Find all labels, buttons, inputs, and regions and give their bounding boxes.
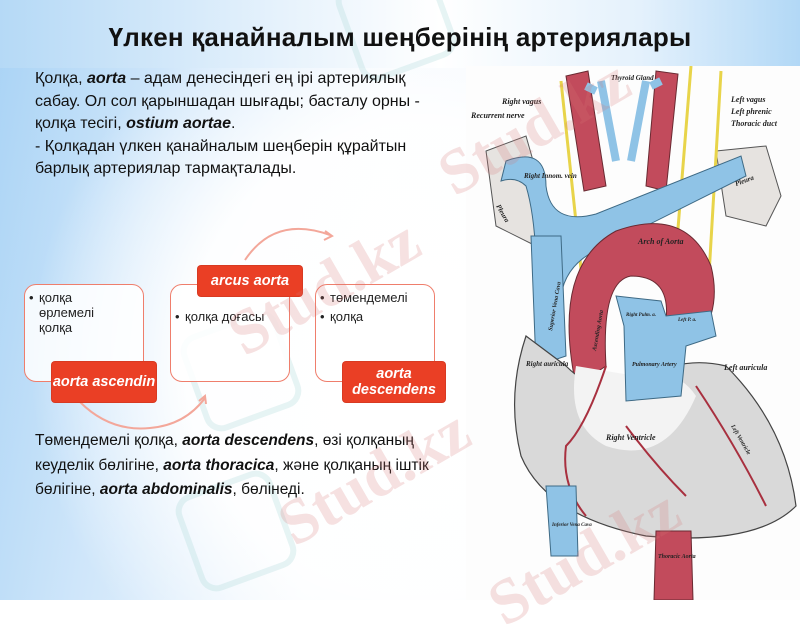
label-arch-of-aorta: Arch of Aorta [637, 237, 684, 246]
intro-paragraph: Қолқа, aorta – адам денесіндегі ең ірі а… [35, 68, 455, 181]
title-band [0, 0, 800, 68]
label-pulmonary-artery: Pulmonary Artery [632, 362, 677, 368]
right-carotid-shape [565, 70, 607, 192]
term-aorta-abdominalis: aorta abdominalis [99, 481, 233, 498]
pulmonary-artery-shape [615, 295, 717, 402]
section-bullet: төмендемелі [320, 290, 434, 305]
heart-anatomy-illustration: Thyroid Gland Right vagus Recurrent nerv… [466, 66, 800, 600]
arrow-head-bottom [198, 394, 207, 405]
label-right-ventricle: Right Ventricle [605, 433, 656, 442]
heart-drawing: Thyroid Gland Right vagus Recurrent nerv… [470, 66, 797, 600]
section-label-descending: aorta descendens [343, 362, 445, 402]
thoracic-aorta-shape [653, 530, 694, 600]
section-box-arch: қолқа доғасы [170, 284, 290, 382]
label-thoracic-duct: Thoracic duct [731, 119, 778, 128]
label-right-pulm-a: Right Pulm. a. [626, 313, 656, 318]
slide-title: Үлкен қанайналым шеңберінің артериялары [108, 22, 692, 52]
outro-text: , бөлінеді. [232, 481, 305, 498]
outro-paragraph: Төмендемелі қолқа, aorta descendens, өзі… [35, 429, 455, 503]
section-bullet: қолқа [320, 309, 434, 324]
label-thoracic-aorta: Thoracic Aorta [658, 554, 696, 560]
intro-text: – адам денесіндегі ең ірі артериялық саб… [35, 70, 420, 132]
intro-text: . [231, 115, 236, 132]
section-label-arch: arcus aorta [198, 266, 302, 296]
label-left-vagus: Left vagus [730, 95, 765, 104]
label-right-auricula: Right auricula [525, 360, 569, 368]
outro-text: Төмендемелі қолқа, [35, 432, 183, 449]
left-carotid-shape [645, 70, 679, 192]
label-right-innom-vein: Right Innom. vein [523, 172, 577, 180]
label-right-vagus: Right vagus [501, 97, 541, 106]
label-left-pulm-a: Left P. a. [677, 318, 696, 323]
label-inferior-vena-cava: Inferior Vena Cava [551, 523, 592, 528]
thyroid-veins-shape [584, 77, 663, 162]
term-aorta: aorta [87, 70, 127, 87]
aorta-sections-diagram: қолқа өрлемелі қолқа aorta ascendin қолқ… [0, 0, 460, 430]
arrow-arc-top [244, 227, 331, 261]
label-left-phrenic: Left phrenic [730, 107, 772, 116]
term-ostium-aortae: ostium aortae [126, 115, 232, 132]
section-bullet: қолқа доғасы [175, 309, 289, 324]
aortic-arch-shape [568, 223, 715, 387]
term-aorta-descendens: aorta descendens [182, 432, 315, 449]
arrow-arc-bottom [79, 397, 206, 430]
inferior-vena-cava-shape [545, 485, 579, 557]
term-aorta-thoracica: aorta thoracica [163, 456, 275, 474]
intro-text: Қолқа, [35, 70, 87, 87]
arrow-head-top [323, 230, 334, 241]
section-bullet: қолқа өрлемелі қолқа [29, 290, 119, 335]
label-recurrent-nerve: Recurrent nerve [470, 111, 525, 120]
superior-vena-cava-shape [530, 235, 567, 367]
outro-text: , өзі қолқаның кеуделік бөлігіне, [35, 432, 414, 474]
intro-text: - Қолқадан үлкен қанайналым шеңберін құр… [35, 137, 407, 178]
section-label-ascending: aorta ascendin [52, 362, 156, 402]
label-thyroid-gland: Thyroid Gland [611, 74, 654, 82]
cycle-arrows [79, 227, 334, 430]
outro-text: , және қолқаның іштік бөлігіне, [35, 456, 429, 499]
label-left-auricula: Left auricula [723, 363, 767, 372]
